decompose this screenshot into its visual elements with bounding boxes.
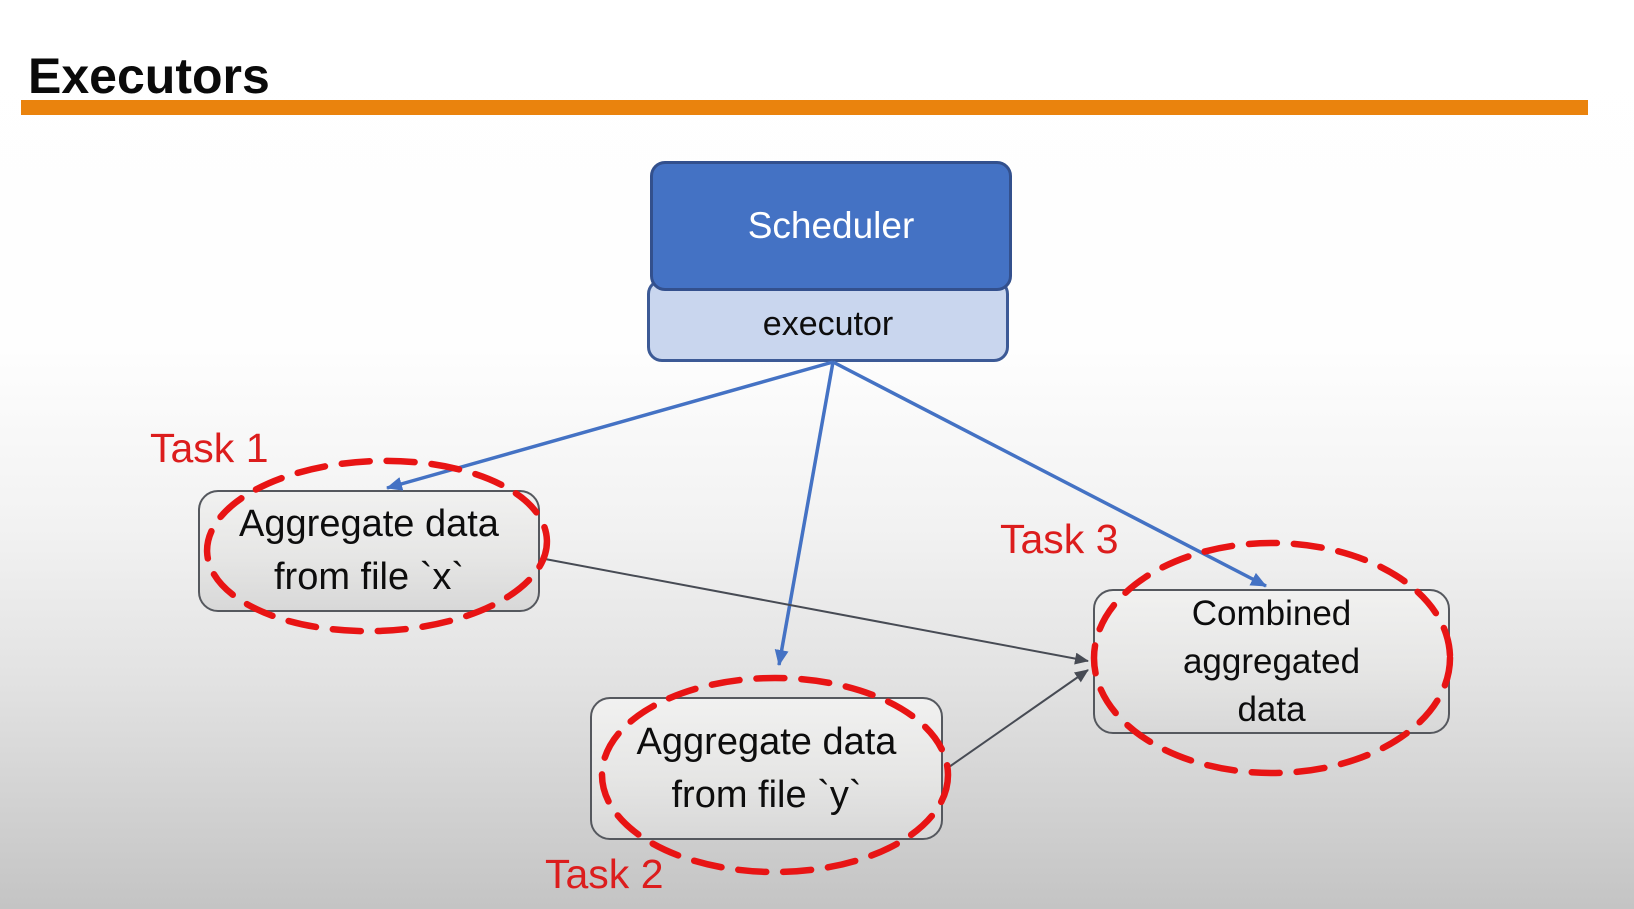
arrow-scheduler-to-task2 (774, 361, 835, 666)
task3-box: Combined aggregated data (1093, 589, 1450, 734)
arrow-task1-to-task3 (544, 558, 1089, 665)
task3-text-line3: data (1237, 689, 1306, 729)
task1-box: Aggregate data from file `x` (198, 490, 540, 612)
task2-box: Aggregate data from file `y` (590, 697, 943, 840)
task2-label: Task 2 (545, 851, 664, 897)
task1-label: Task 1 (150, 425, 269, 471)
title-accent-bar (21, 100, 1588, 115)
page-title: Executors (28, 47, 270, 104)
task1-text-line2: from file `x` (274, 556, 464, 598)
task1-text-line1: Aggregate data (239, 503, 499, 545)
scheduler-label: Scheduler (747, 205, 915, 246)
arrow-task2-to-task3 (948, 669, 1089, 768)
task3-label: Task 3 (1000, 516, 1119, 562)
executor-box: executor (647, 279, 1009, 362)
arrow-scheduler-to-task1 (386, 360, 834, 491)
executor-label: executor (762, 305, 894, 343)
task3-text-line2: aggregated (1182, 641, 1361, 681)
scheduler-box: Scheduler (650, 161, 1012, 291)
task2-text-line1: Aggregate data (636, 720, 897, 763)
task2-text-line2: from file `y` (671, 773, 862, 816)
task3-text-line1: Combined (1191, 593, 1352, 633)
